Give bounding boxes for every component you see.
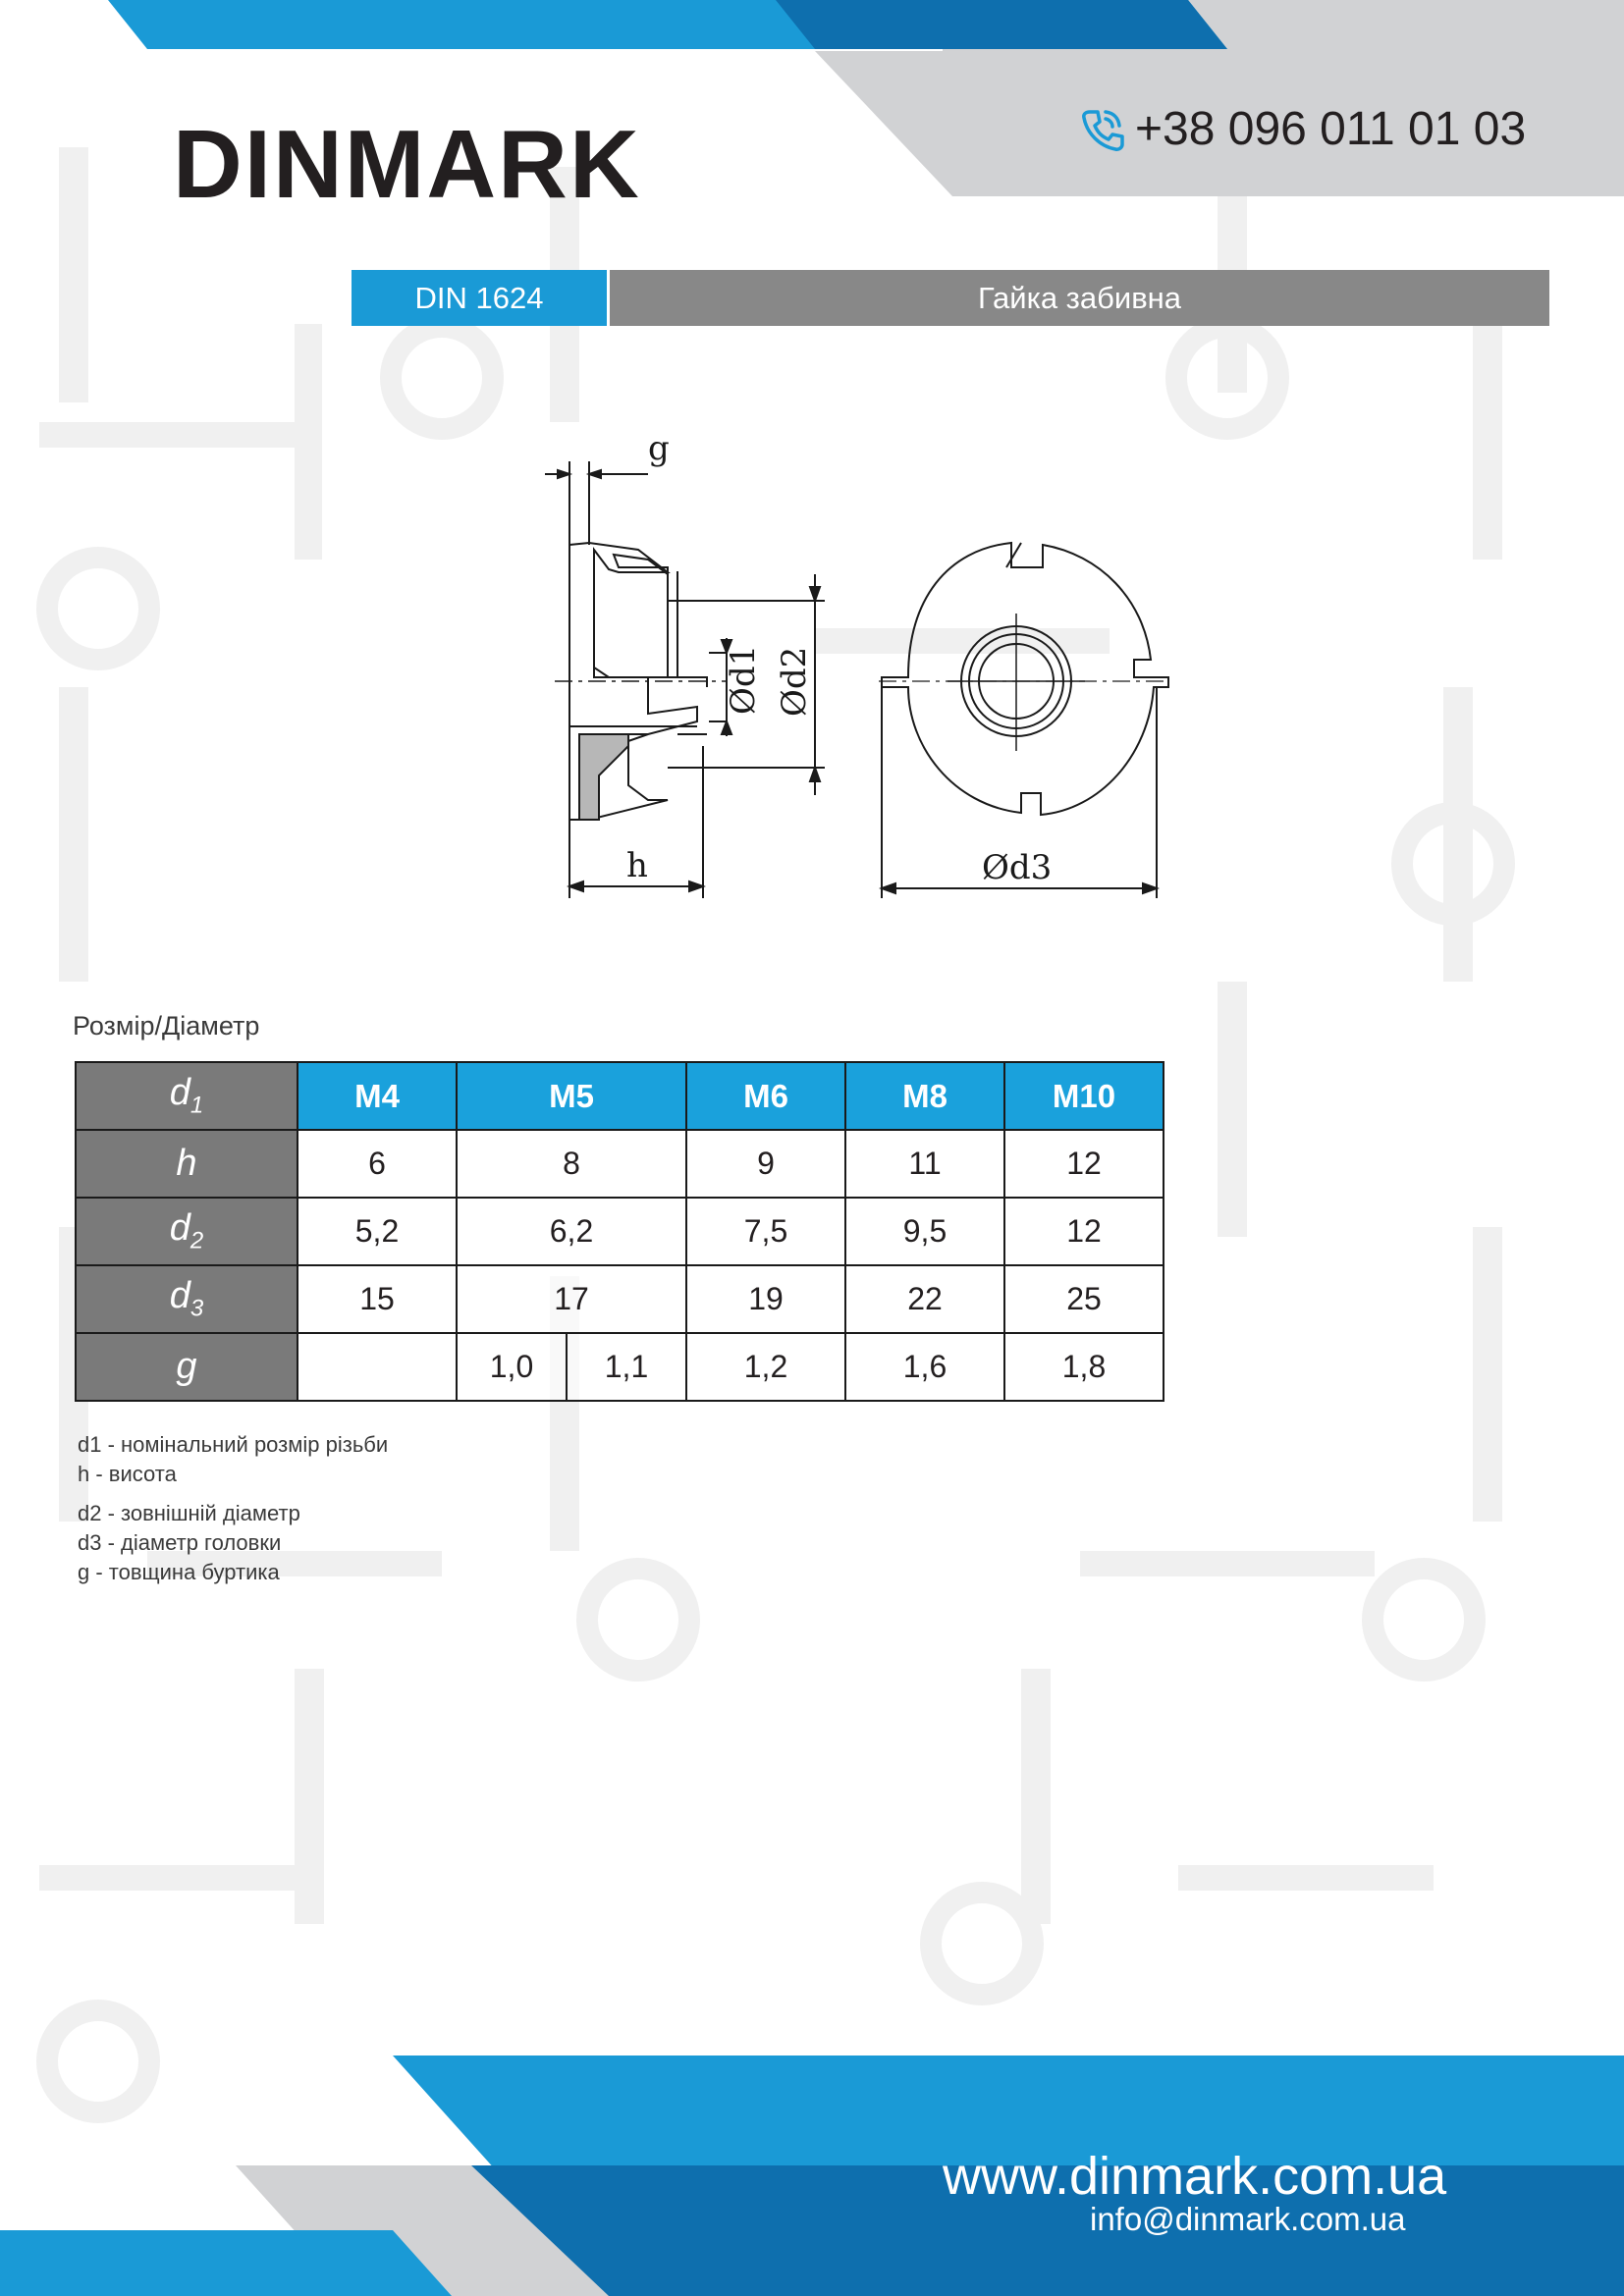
footer-band	[0, 2056, 1624, 2296]
d3-cell: 19	[685, 1264, 846, 1334]
brand-logo: DINMARK	[173, 110, 641, 218]
h-cell: 8	[456, 1129, 687, 1199]
legend-item: d2 - зовнішній діаметр	[78, 1501, 300, 1525]
h-cell: 9	[685, 1129, 846, 1199]
header-band	[108, 0, 1624, 196]
website-link[interactable]: www.dinmark.com.ua	[943, 2147, 1447, 2206]
table-row: g 1,0 1,1 1,2 1,6 1,8	[75, 1332, 1164, 1402]
row-header-g: g	[75, 1332, 298, 1402]
g-cell: 1,1	[566, 1332, 687, 1402]
legend-item: d1 - номінальний розмір різьби	[78, 1432, 389, 1457]
h-cell: 6	[297, 1129, 458, 1199]
g-cell: 1,8	[1003, 1332, 1164, 1402]
phone-icon	[1082, 110, 1124, 151]
row-header-d2: d2	[75, 1197, 298, 1266]
d2-cell: 7,5	[685, 1197, 846, 1266]
standard-label: DIN 1624	[352, 270, 607, 326]
size-cell: M10	[1003, 1061, 1164, 1131]
label-d1: Ød1	[724, 645, 763, 715]
table-caption: Розмір/Діаметр	[73, 1011, 260, 1041]
table-row: d2 5,2 6,2 7,5 9,5 12	[75, 1197, 1164, 1266]
legend-item: h - висота	[78, 1462, 177, 1486]
d3-cell: 17	[456, 1264, 687, 1334]
g-cell: 1,0	[456, 1332, 568, 1402]
d2-cell: 5,2	[297, 1197, 458, 1266]
label-d2: Ød2	[775, 647, 814, 717]
g-cell: 1,2	[685, 1332, 846, 1402]
d2-cell: 12	[1003, 1197, 1164, 1266]
dimensions-table: d1 M4 M5 M6 M8 M10 h 6 8 9 11 12 d2 5,2 …	[75, 1061, 1164, 1402]
size-cell: M8	[844, 1061, 1005, 1131]
legend-item: d3 - діаметр головки	[78, 1530, 282, 1555]
g-cell	[297, 1332, 458, 1402]
email-link[interactable]: info@dinmark.com.ua	[1090, 2201, 1406, 2237]
g-cell: 1,6	[844, 1332, 1005, 1402]
h-cell: 12	[1003, 1129, 1164, 1199]
row-header-d1: d1	[75, 1061, 298, 1131]
d3-cell: 22	[844, 1264, 1005, 1334]
legend-item: g - товщина буртика	[78, 1560, 280, 1584]
d2-cell: 9,5	[844, 1197, 1005, 1266]
size-cell: M4	[297, 1061, 458, 1131]
technical-drawing: g h Ød3 Ød1 Ød2	[545, 429, 1169, 898]
row-header-h: h	[75, 1129, 298, 1199]
d3-cell: 25	[1003, 1264, 1164, 1334]
h-cell: 11	[844, 1129, 1005, 1199]
label-h: h	[626, 846, 648, 885]
table-row: d1 M4 M5 M6 M8 M10	[75, 1061, 1164, 1131]
label-g: g	[648, 429, 670, 468]
phone-text: +38 096 011 01 03	[1135, 103, 1527, 155]
row-header-d3: d3	[75, 1264, 298, 1334]
table-row: d3 15 17 19 22 25	[75, 1264, 1164, 1334]
product-title: Гайка забивна	[610, 270, 1549, 326]
table-row: h 6 8 9 11 12	[75, 1129, 1164, 1199]
size-cell: M5	[456, 1061, 687, 1131]
size-cell: M6	[685, 1061, 846, 1131]
phone-number[interactable]: +38 096 011 01 03	[1078, 106, 1526, 153]
legend: d1 - номінальний розмір різьби h - висот…	[78, 1430, 388, 1587]
d3-cell: 15	[297, 1264, 458, 1334]
d2-cell: 6,2	[456, 1197, 687, 1266]
label-d3: Ød3	[982, 848, 1052, 887]
